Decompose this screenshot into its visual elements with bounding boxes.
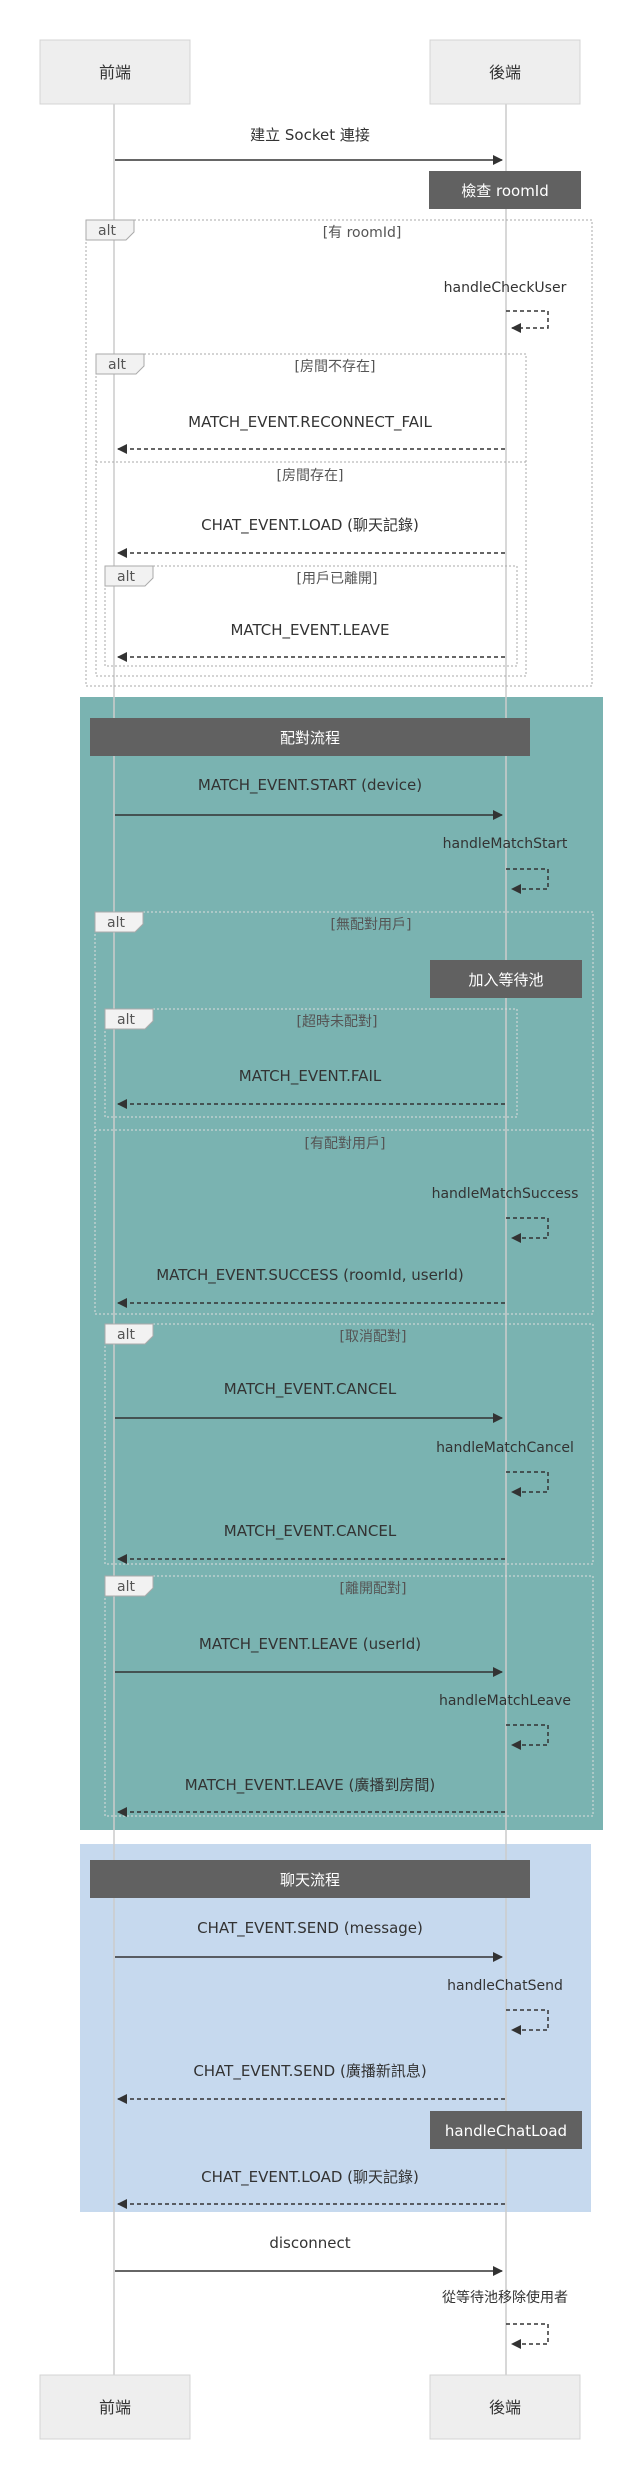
message-label-chat-send-res: CHAT_EVENT.SEND (廣播新訊息): [193, 2062, 426, 2081]
svg-text:[無配對用戶]: [無配對用戶]: [331, 917, 412, 933]
section-header-chat: 聊天流程: [90, 1860, 530, 1898]
svg-text:alt: alt: [117, 1579, 135, 1595]
svg-text:[有 roomId]: [有 roomId]: [323, 225, 402, 241]
chat-flow-section: [80, 1844, 591, 2212]
svg-text:alt: alt: [108, 357, 126, 373]
message-label-match-cancel-res: MATCH_EVENT.CANCEL: [224, 1522, 397, 1541]
message-label-match-cancel-req: MATCH_EVENT.CANCEL: [224, 1380, 397, 1399]
svg-text:加入等待池: 加入等待池: [468, 971, 543, 989]
message-label-chat-send-req: CHAT_EVENT.SEND (message): [197, 1919, 423, 1938]
svg-text:handleChatLoad: handleChatLoad: [445, 2122, 567, 2140]
alt-frame-leave: alt [離開配對]: [104, 1575, 594, 1817]
alt-frame-cancel: alt [取消配對]: [104, 1323, 594, 1565]
self-call-label-match-start: handleMatchStart: [443, 836, 568, 852]
message-label-match-leave-res: MATCH_EVENT.LEAVE (廣播到房間): [185, 1776, 436, 1795]
self-call-arrow-chat-send: [506, 2009, 549, 2035]
alt-frame-user-left: alt [用戶已離開]: [104, 565, 518, 667]
svg-text:檢查 roomId: 檢查 roomId: [461, 182, 549, 200]
participant-frontend-top: 前端: [39, 39, 191, 105]
svg-text:[超時未配對]: [超時未配對]: [297, 1014, 378, 1030]
svg-text:[房間不存在]: [房間不存在]: [295, 359, 376, 375]
note-check-room: 檢查 roomId: [429, 171, 581, 209]
self-call-arrow-match-start: [506, 868, 549, 894]
participant-backend-top: 後端: [429, 39, 581, 105]
message-label-chat-load-1: CHAT_EVENT.LOAD (聊天記錄): [201, 516, 419, 535]
svg-text:alt: alt: [117, 569, 135, 585]
svg-text:[有配對用戶]: [有配對用戶]: [305, 1136, 386, 1152]
note-handle-chat-load: handleChatLoad: [430, 2111, 582, 2149]
svg-text:聊天流程: 聊天流程: [280, 1871, 340, 1889]
svg-text:後端: 後端: [489, 63, 521, 82]
match-flow-section: [80, 697, 603, 1830]
alt-frame-timeout: alt [超時未配對]: [104, 1008, 518, 1118]
alt-frame-room-status: alt [房間不存在] [房間存在]: [95, 353, 527, 677]
svg-text:alt: alt: [117, 1012, 135, 1028]
message-label-disconnect: disconnect: [269, 2234, 350, 2252]
message-label-match-leave-req: MATCH_EVENT.LEAVE (userId): [199, 1635, 421, 1654]
svg-text:alt: alt: [98, 223, 116, 239]
svg-text:alt: alt: [107, 915, 125, 931]
self-call-label-remove-user: 從等待池移除使用者: [442, 2289, 568, 2306]
message-label-match-start: MATCH_EVENT.START (device): [198, 776, 422, 795]
self-call-arrow-remove-user: [506, 2323, 549, 2349]
message-label-connect: 建立 Socket 連接: [250, 126, 370, 144]
svg-text:[離開配對]: [離開配對]: [340, 1580, 407, 1597]
svg-text:後端: 後端: [489, 2398, 521, 2417]
alt-frame-has-room: alt [有 roomId]: [85, 219, 593, 687]
self-call-arrow-match-success: [506, 1217, 549, 1243]
participant-backend-bottom: 後端: [429, 2374, 581, 2440]
svg-text:配對流程: 配對流程: [280, 729, 340, 747]
participant-frontend-bottom: 前端: [39, 2374, 191, 2440]
svg-text:[用戶已離開]: [用戶已離開]: [297, 570, 378, 587]
self-call-label-match-success: handleMatchSuccess: [432, 1186, 579, 1202]
message-label-leave-1: MATCH_EVENT.LEAVE: [230, 621, 389, 640]
alt-frame-match-result: alt [無配對用戶] [有配對用戶]: [94, 911, 594, 1315]
message-label-reconnect-fail: MATCH_EVENT.RECONNECT_FAIL: [188, 413, 432, 432]
message-label-chat-load-2: CHAT_EVENT.LOAD (聊天記錄): [201, 2168, 419, 2187]
svg-text:alt: alt: [117, 1327, 135, 1343]
self-call-label-match-cancel: handleMatchCancel: [436, 1440, 574, 1456]
svg-text:前端: 前端: [99, 2398, 131, 2417]
note-join-pool: 加入等待池: [430, 960, 582, 998]
self-call-arrow-check-user: [506, 310, 549, 333]
self-call-arrow-match-cancel: [506, 1471, 549, 1497]
svg-text:前端: 前端: [99, 63, 131, 82]
section-header-match: 配對流程: [90, 718, 530, 756]
self-call-label-check-user: handleCheckUser: [444, 280, 567, 296]
self-call-arrow-match-leave: [506, 1724, 549, 1750]
self-call-label-match-leave: handleMatchLeave: [439, 1693, 571, 1709]
svg-text:[取消配對]: [取消配對]: [340, 1329, 407, 1345]
message-label-match-success: MATCH_EVENT.SUCCESS (roomId, userId): [156, 1266, 464, 1285]
self-call-label-chat-send: handleChatSend: [447, 1978, 563, 1994]
message-label-match-fail: MATCH_EVENT.FAIL: [239, 1067, 382, 1086]
svg-text:[房間存在]: [房間存在]: [277, 468, 344, 484]
